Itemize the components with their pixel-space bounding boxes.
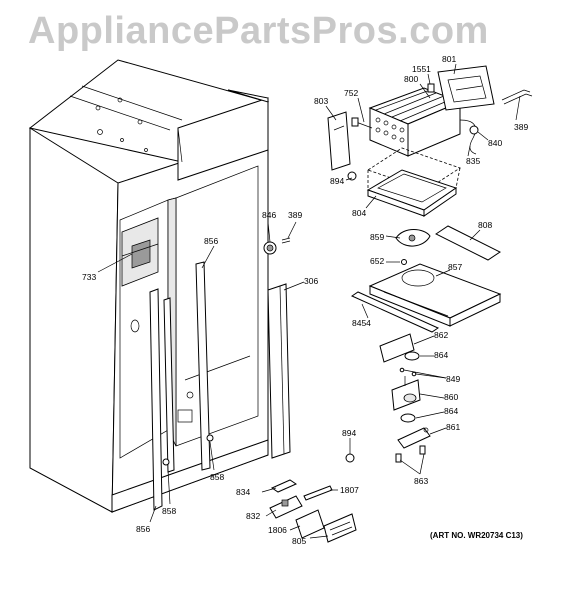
evaporator-assembly <box>327 65 533 217</box>
lower-parts <box>269 479 357 543</box>
screw-863a <box>395 453 402 463</box>
strip-856-lower <box>149 288 163 511</box>
label-752: 752 <box>344 88 358 98</box>
refrigerator-cabinet <box>28 59 270 513</box>
label-840: 840 <box>488 138 502 148</box>
bracket-862 <box>379 333 415 363</box>
part-1806 <box>295 509 325 539</box>
label-804: 804 <box>352 208 366 218</box>
label-389-left: 389 <box>288 210 302 220</box>
label-864-lower: 864 <box>444 406 458 416</box>
part-832 <box>269 495 303 519</box>
part-834 <box>270 479 298 493</box>
label-835: 835 <box>466 156 480 166</box>
label-306: 306 <box>304 276 318 286</box>
grommet-840 <box>469 125 479 135</box>
art-number: (ART NO. WR20734 C13) <box>430 531 523 540</box>
part-1807 <box>303 485 333 501</box>
label-894-top: 894 <box>330 176 344 186</box>
label-857: 857 <box>448 262 462 272</box>
label-389-right: 389 <box>514 122 528 132</box>
label-861: 861 <box>446 422 460 432</box>
label-808: 808 <box>478 220 492 230</box>
label-1807: 1807 <box>340 485 359 495</box>
strip-858 <box>163 297 175 473</box>
label-894-lower: 894 <box>342 428 356 438</box>
nut-652 <box>401 259 407 265</box>
label-1806: 1806 <box>268 525 287 535</box>
screw-894-top <box>347 171 357 181</box>
tube-8454 <box>350 291 440 333</box>
cabinet-top-box <box>177 97 269 181</box>
bracket-861 <box>397 427 431 449</box>
door-strips <box>149 261 214 511</box>
label-801: 801 <box>442 54 456 64</box>
label-803: 803 <box>314 96 328 106</box>
watermark: AppliancePartsPros.com <box>28 10 489 52</box>
cabinet-left-side <box>29 127 119 513</box>
part-labels: 800 801 1551 752 803 389 840 835 894 804… <box>82 54 528 546</box>
cover-805 <box>323 513 357 543</box>
grommet-864-lower <box>400 413 416 423</box>
label-846: 846 <box>262 210 276 220</box>
label-800: 800 <box>404 74 418 84</box>
heater-801 <box>437 65 495 111</box>
label-849: 849 <box>446 374 460 384</box>
label-652: 652 <box>370 256 384 266</box>
screw-1551 <box>427 83 435 93</box>
label-856-lower: 856 <box>136 524 150 534</box>
label-860: 860 <box>444 392 458 402</box>
label-834: 834 <box>236 487 250 497</box>
label-863: 863 <box>414 476 428 486</box>
fan-assembly <box>345 225 502 463</box>
label-805: 805 <box>292 536 306 546</box>
label-862: 862 <box>434 330 448 340</box>
label-8454: 8454 <box>352 318 371 328</box>
label-856-upper: 856 <box>204 236 218 246</box>
bottom-rail <box>111 439 269 513</box>
strip-808 <box>435 225 501 261</box>
screw-894-lower <box>345 453 355 463</box>
label-858-left: 858 <box>162 506 176 516</box>
label-858-right: 858 <box>210 472 224 482</box>
clip-858 <box>206 434 214 442</box>
screw-849b <box>411 371 417 377</box>
bracket-803 <box>327 111 351 171</box>
screw-863b <box>419 445 426 455</box>
cover-306 <box>267 283 291 459</box>
grommet-864-upper <box>404 351 420 361</box>
label-864-upper: 864 <box>434 350 448 360</box>
label-733: 733 <box>82 272 96 282</box>
label-832: 832 <box>246 511 260 521</box>
leader-lines <box>97 63 521 539</box>
strip-856-upper <box>195 261 211 471</box>
label-859: 859 <box>370 232 384 242</box>
screw-849a <box>399 367 405 373</box>
label-1551: 1551 <box>412 64 431 74</box>
